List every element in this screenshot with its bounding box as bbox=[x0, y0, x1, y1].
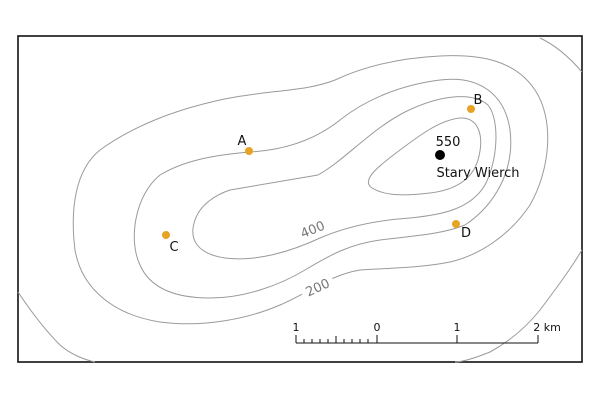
point-b-marker bbox=[467, 105, 475, 113]
contour-outer-top-right bbox=[539, 37, 583, 73]
contour-inner-summit bbox=[367, 117, 482, 196]
point-a: A bbox=[238, 134, 253, 155]
point-c-marker bbox=[162, 231, 170, 239]
point-a-label: A bbox=[238, 134, 247, 149]
summit-elevation: 550 bbox=[436, 135, 461, 150]
point-c-label: C bbox=[169, 240, 178, 255]
summit-marker bbox=[435, 150, 445, 160]
scale-minor-ticks bbox=[303, 336, 369, 343]
summit-name: Stary Wierch bbox=[436, 166, 519, 181]
point-b-label: B bbox=[474, 93, 483, 108]
contour-lines bbox=[17, 37, 583, 363]
map-frame bbox=[17, 35, 583, 363]
scale-label-left-1: 1 bbox=[293, 321, 300, 334]
scale-label-2km: 2 km bbox=[533, 321, 561, 334]
point-d: D bbox=[452, 220, 471, 241]
scale-label-0: 0 bbox=[374, 321, 381, 334]
point-a-marker bbox=[245, 147, 253, 155]
contour-400 bbox=[133, 78, 512, 299]
contour-label-400: 400 bbox=[292, 213, 332, 243]
contour-ring-2 bbox=[192, 96, 497, 260]
point-c: C bbox=[162, 231, 179, 255]
contour-200 bbox=[72, 55, 549, 325]
contour-label-200: 200 bbox=[297, 270, 337, 302]
contour-outer-right bbox=[454, 249, 583, 363]
point-d-label: D bbox=[461, 226, 471, 241]
scale-bar: 1 0 1 2 km bbox=[293, 321, 561, 344]
point-d-marker bbox=[452, 220, 460, 228]
scale-label-1: 1 bbox=[454, 321, 461, 334]
contour-outer-left bbox=[17, 291, 96, 363]
point-b: B bbox=[467, 93, 482, 113]
